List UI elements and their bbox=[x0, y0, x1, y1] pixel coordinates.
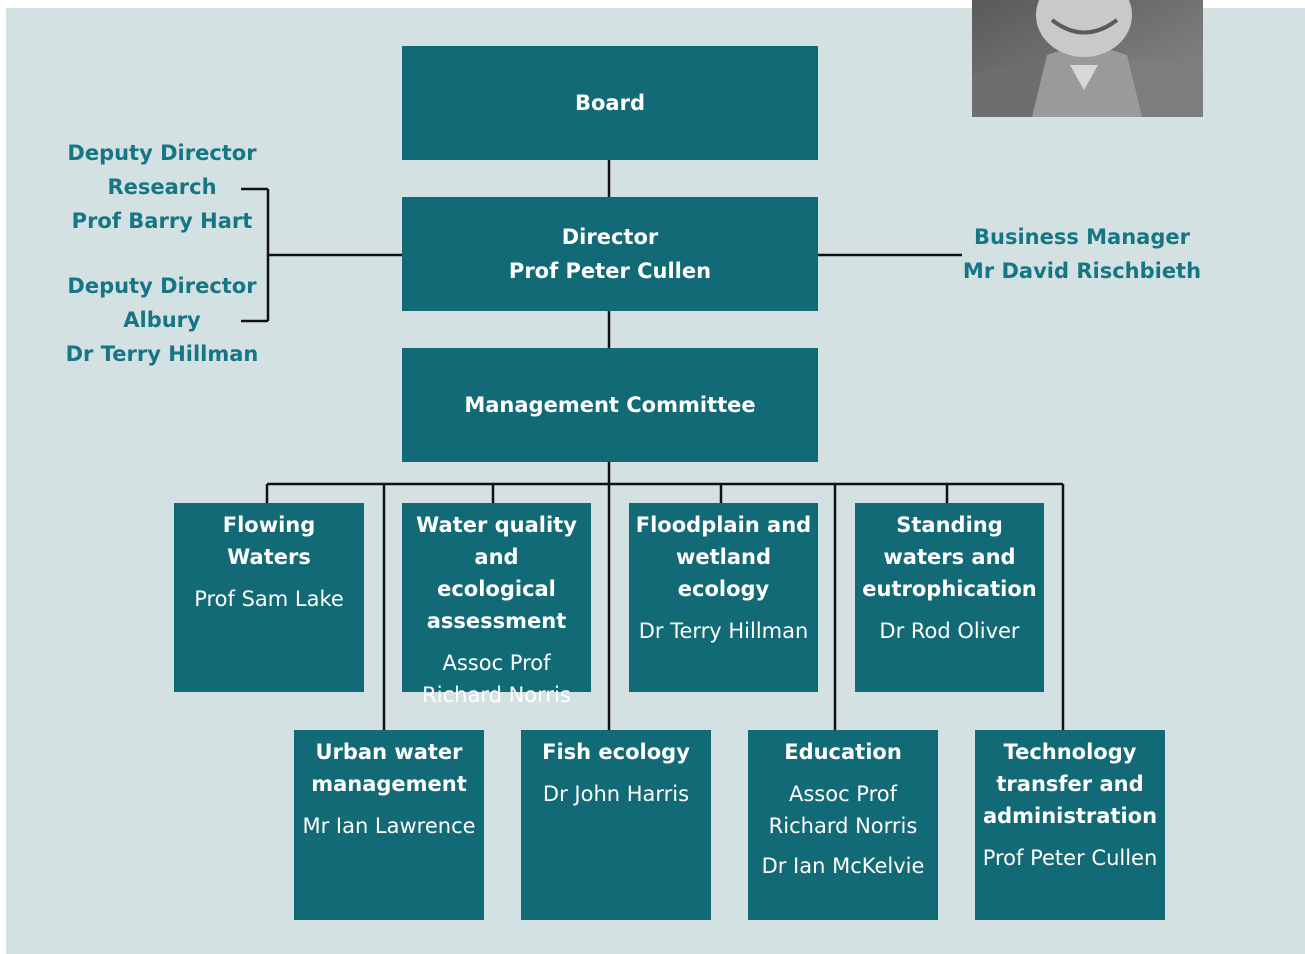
board-box: Board bbox=[402, 46, 818, 160]
business-manager: Business Manager Mr David Rischbieth bbox=[962, 220, 1202, 288]
deputy-research-line1: Deputy Director bbox=[67, 141, 257, 165]
program-person: Mr Ian Lawrence bbox=[302, 814, 476, 838]
program-education: Education Assoc Prof Richard Norris Dr I… bbox=[748, 730, 938, 920]
program-title: Education bbox=[784, 740, 902, 764]
program-title: Technology transfer and administration bbox=[982, 740, 1158, 828]
program-title: Fish ecology bbox=[542, 740, 690, 764]
deputy-research-line3: Prof Barry Hart bbox=[71, 209, 253, 233]
program-flowing-waters: Flowing Waters Prof Sam Lake bbox=[174, 503, 364, 692]
deputy-albury-line1: Deputy Director bbox=[67, 274, 257, 298]
program-title: Urban water management bbox=[311, 740, 467, 796]
deputy-director-albury: Deputy Director Albury Dr Terry Hillman bbox=[62, 269, 262, 371]
program-person: Dr John Harris bbox=[542, 782, 690, 806]
business-manager-line1: Business Manager bbox=[974, 225, 1190, 249]
program-person: Dr Ian McKelvie bbox=[761, 854, 925, 878]
director-box: Director Prof Peter Cullen bbox=[402, 197, 818, 311]
management-label: Management Committee bbox=[464, 393, 756, 417]
program-person: Dr Terry Hillman bbox=[638, 619, 809, 643]
deputy-research-line2: Research bbox=[107, 175, 217, 199]
program-water-quality: Water quality and ecological assessment … bbox=[402, 503, 591, 707]
director-photo bbox=[972, 0, 1203, 117]
program-fish-ecology: Fish ecology Dr John Harris bbox=[521, 730, 711, 920]
program-person: Assoc Prof Richard Norris bbox=[768, 782, 918, 838]
program-technology-transfer: Technology transfer and administration P… bbox=[975, 730, 1165, 920]
director-title: Director bbox=[561, 225, 659, 249]
program-standing-waters: Standing waters and eutrophication Dr Ro… bbox=[855, 503, 1044, 692]
board-label: Board bbox=[575, 91, 645, 115]
program-person: Dr Rod Oliver bbox=[879, 619, 1020, 643]
management-committee-box: Management Committee bbox=[402, 348, 818, 462]
program-floodplain-wetland: Floodplain and wetland ecology Dr Terry … bbox=[629, 503, 818, 692]
program-title: Floodplain and wetland ecology bbox=[635, 513, 812, 601]
business-manager-line2: Mr David Rischbieth bbox=[962, 259, 1202, 283]
deputy-albury-line3: Dr Terry Hillman bbox=[65, 342, 259, 366]
program-title: Flowing Waters bbox=[222, 513, 316, 569]
program-person: Prof Sam Lake bbox=[194, 587, 344, 611]
program-title: Water quality and ecological assessment bbox=[416, 513, 577, 633]
program-title: Standing waters and eutrophication bbox=[862, 513, 1037, 601]
director-name: Prof Peter Cullen bbox=[508, 259, 712, 283]
deputy-director-research: Deputy Director Research Prof Barry Hart bbox=[62, 136, 262, 238]
program-person: Prof Peter Cullen bbox=[982, 846, 1158, 870]
deputy-albury-line2: Albury bbox=[123, 308, 201, 332]
program-person: Assoc Prof Richard Norris bbox=[422, 651, 571, 707]
program-urban-water: Urban water management Mr Ian Lawrence bbox=[294, 730, 484, 920]
